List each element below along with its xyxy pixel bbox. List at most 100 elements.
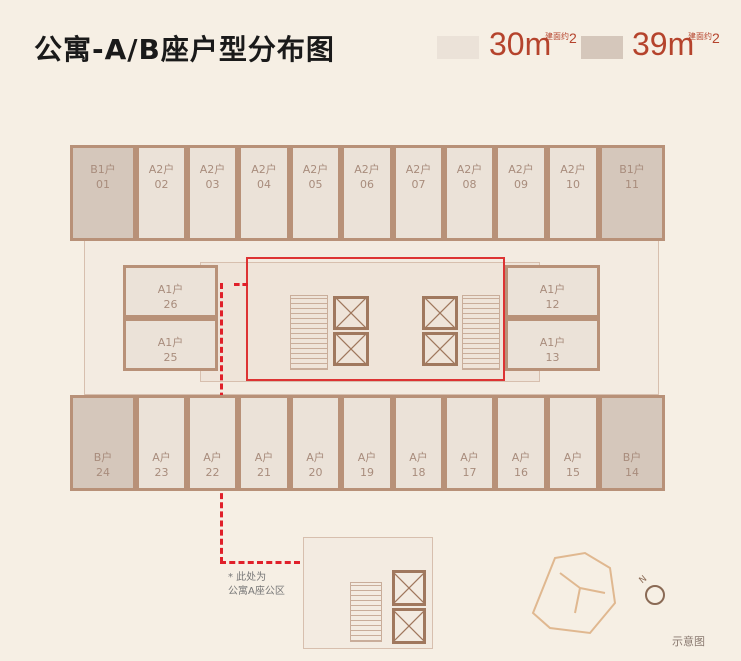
unit-type: A户 [254, 451, 274, 464]
unit-number: 26 [163, 298, 178, 311]
unit-number: 03 [205, 178, 220, 191]
unit-number: 06 [360, 178, 374, 191]
unit-type: A户 [152, 451, 171, 464]
unit-24: B户 24 [70, 395, 136, 491]
legend-swatch-30 [437, 36, 479, 59]
site-key-map [531, 551, 617, 635]
unit-number: 18 [411, 466, 426, 479]
unit-type: B1户 [619, 163, 645, 176]
unit-21: A户 21 [238, 395, 290, 491]
unit-number: 01 [96, 178, 110, 191]
unit-type: A2户 [251, 163, 277, 176]
unit-number: 23 [154, 466, 169, 479]
unit-number: 07 [411, 178, 426, 191]
unit-number: 08 [462, 178, 477, 191]
unit-number: 25 [163, 351, 178, 364]
unit-18: A户 18 [393, 395, 444, 491]
unit-type: A2户 [199, 163, 226, 176]
unit-type: A1户 [539, 336, 566, 349]
unit-type: A户 [306, 451, 325, 464]
unit-number: 16 [514, 466, 528, 479]
elevator [422, 332, 458, 366]
legend-swatch-39 [581, 36, 623, 59]
compass-icon [645, 585, 665, 605]
unit-type: A2户 [456, 163, 483, 176]
unit-type: A1户 [157, 336, 184, 349]
unit-type: A2户 [354, 163, 380, 176]
unit-number: 10 [566, 178, 580, 191]
unit-type: A2户 [405, 163, 432, 176]
unit-number: 15 [566, 466, 580, 479]
dashed-path [234, 283, 248, 286]
unit-number: 22 [205, 466, 220, 479]
highlight-core-box [246, 257, 505, 381]
unit-number: 20 [308, 466, 323, 479]
elevator [333, 332, 369, 366]
unit-number: 12 [545, 298, 560, 311]
unit-number: 04 [257, 178, 271, 191]
public-area-note: * 此处为公寓A座公区 [228, 572, 285, 597]
unit-number: 05 [308, 178, 323, 191]
dashed-path [220, 561, 300, 564]
unit-15: A户 15 [547, 395, 599, 491]
unit-type: A户 [203, 451, 222, 464]
caption: 示意图 [672, 635, 705, 648]
unit-22: A户 22 [187, 395, 238, 491]
unit-type: A户 [409, 451, 428, 464]
unit-number: 11 [625, 178, 639, 191]
unit-type: B1户 [90, 163, 116, 176]
unit-14: B户 14 [599, 395, 665, 491]
elevator [392, 608, 426, 644]
unit-17: A户 17 [444, 395, 495, 491]
unit-type: A户 [460, 451, 479, 464]
unit-type: A2户 [508, 163, 534, 176]
unit-type: A户 [357, 451, 377, 464]
stair [350, 582, 382, 642]
unit-type: A2户 [302, 163, 329, 176]
unit-type: A2户 [560, 163, 586, 176]
north-label: N [637, 574, 650, 586]
elevator [333, 296, 369, 330]
unit-number: 21 [257, 466, 271, 479]
unit-number: 17 [462, 466, 477, 479]
unit-number: 19 [360, 466, 374, 479]
unit-number: 09 [514, 178, 528, 191]
unit-20: A户 20 [290, 395, 341, 491]
unit-type: A2户 [148, 163, 175, 176]
page-title: 公寓-A/B座户型分布图 [34, 33, 335, 66]
unit-23: A户 23 [136, 395, 187, 491]
unit-type: A1户 [157, 283, 184, 296]
unit-number: 02 [154, 178, 169, 191]
unit-number: 24 [96, 466, 110, 479]
unit-type: A户 [563, 451, 583, 464]
unit-type: A1户 [539, 283, 566, 296]
unit-number: 13 [545, 351, 560, 364]
unit-number: 14 [625, 466, 639, 479]
stair [290, 295, 328, 370]
unit-type: A户 [511, 451, 531, 464]
elevator [422, 296, 458, 330]
unit-16: A户 16 [495, 395, 547, 491]
unit-19: A户 19 [341, 395, 393, 491]
unit-type: B户 [622, 451, 642, 464]
stair [462, 295, 500, 370]
elevator [392, 570, 426, 606]
unit-type: B户 [93, 451, 113, 464]
